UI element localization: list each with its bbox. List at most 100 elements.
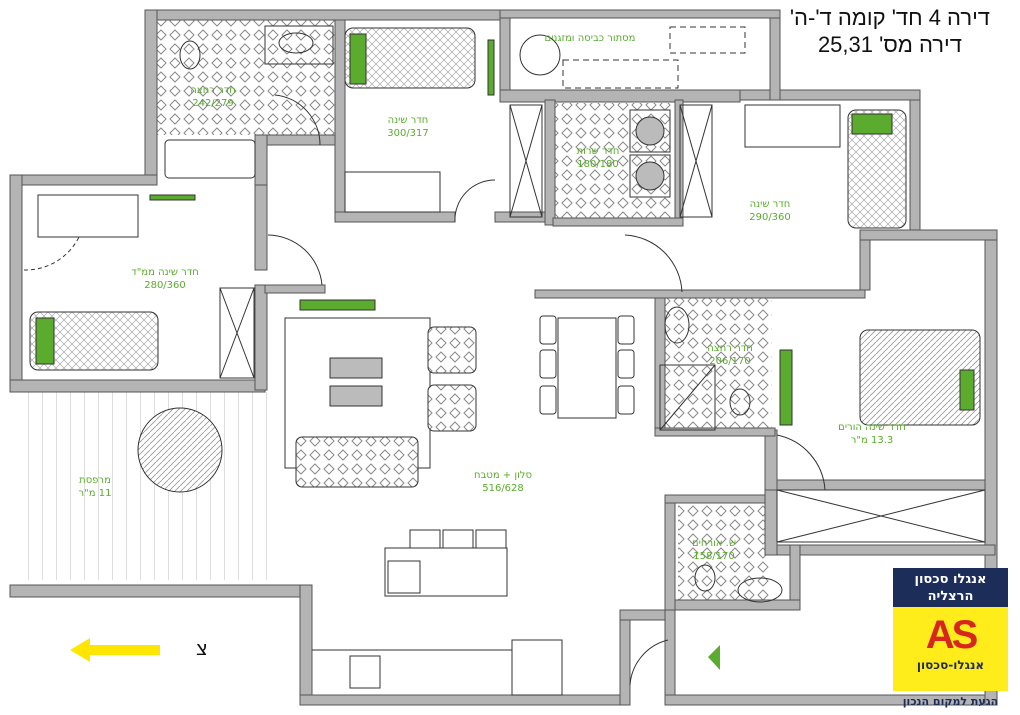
room-name: חדר רחצה	[707, 343, 753, 354]
ac-outlines	[562, 26, 746, 89]
window-swing	[23, 234, 81, 271]
room-name: סלון + מטבח	[474, 470, 532, 481]
dining-table	[557, 317, 617, 419]
logo-line-1: אנגלו סכסון	[914, 572, 987, 587]
wall	[664, 609, 676, 706]
room-name: חדר רחצה	[190, 85, 236, 96]
coffee-table	[329, 357, 383, 379]
room-size: 180/180	[577, 159, 619, 170]
toilet	[729, 388, 751, 416]
room-label-bathroom-main: חדר רחצה 242/279	[190, 84, 235, 110]
wall	[299, 584, 313, 706]
wall	[769, 544, 996, 556]
room-name: מסתור כביסה ומזגנים	[544, 33, 636, 44]
wall	[909, 89, 921, 241]
sink	[664, 306, 690, 344]
wall	[9, 379, 266, 393]
washer-drum	[635, 116, 665, 146]
sink	[278, 32, 314, 54]
wall	[734, 89, 921, 101]
wall	[9, 174, 158, 186]
wall	[859, 239, 871, 291]
wall	[334, 211, 456, 223]
wall	[499, 9, 781, 19]
room-label-bathroom-2: חדר רחצה 206/170	[707, 342, 752, 368]
bathtub	[164, 139, 256, 179]
desk-bedroom-1	[344, 171, 441, 213]
wall	[764, 489, 778, 556]
room-size: 516/628	[482, 483, 524, 494]
dining-chair	[617, 315, 635, 345]
room-name: חדר שינה ממ"ד	[131, 267, 199, 278]
dryer	[629, 154, 671, 198]
wall	[334, 19, 346, 221]
dining-chair	[617, 349, 635, 379]
room-name: ש. אורחים	[692, 538, 736, 549]
wall	[299, 694, 631, 706]
room-size: 206/170	[709, 356, 751, 367]
logo-brand: אנגלו-סכסון	[916, 658, 985, 672]
armchair	[427, 384, 477, 432]
wall	[664, 494, 676, 611]
wall	[144, 9, 158, 186]
bed-master	[859, 329, 981, 426]
ac-unit	[519, 34, 561, 76]
wall	[144, 9, 506, 21]
pillow	[851, 113, 893, 135]
room-name: חדר שינה	[387, 115, 429, 126]
bar-stool	[475, 529, 507, 549]
logo-body: AS אנגלו-סכסון	[893, 607, 1008, 691]
sink	[737, 577, 783, 603]
room-name: חדר שרות	[576, 146, 620, 157]
wall	[674, 599, 801, 611]
wall	[264, 284, 326, 294]
toilet	[179, 40, 201, 70]
coffee-table	[329, 385, 383, 407]
entrance-arrow-icon	[708, 645, 720, 670]
wall	[9, 584, 311, 598]
wall	[264, 134, 336, 146]
bar-stool	[442, 529, 474, 549]
wall	[534, 289, 866, 299]
room-label-living-kitchen: סלון + מטבח 516/628	[474, 469, 532, 495]
room-label-bedroom-1: חדר שינה 300/317	[387, 114, 429, 140]
wall	[769, 479, 986, 491]
wall	[769, 9, 781, 101]
walls	[9, 9, 998, 706]
room-size: 290/360	[749, 212, 791, 223]
room-size: 300/317	[387, 128, 429, 139]
wardrobe	[219, 287, 255, 379]
company-logo: אנגלו סכסון הרצליה AS אנגלו-סכסון הגעת ל…	[893, 568, 1008, 713]
furniture	[23, 25, 986, 696]
vanity	[264, 25, 334, 65]
kitchen-counter	[312, 649, 513, 695]
room-size: 280/360	[144, 280, 186, 291]
wall	[664, 494, 776, 504]
bed-bedroom-1	[344, 27, 476, 89]
north-label: צ	[196, 636, 208, 660]
room-size: 242/279	[192, 98, 234, 109]
dining-chair	[539, 315, 557, 345]
wall	[764, 429, 778, 491]
bed-mamad	[29, 311, 159, 371]
wall	[254, 184, 268, 271]
wall	[9, 174, 23, 391]
room-label-mamad: חדר שינה ממ"ד 280/360	[131, 266, 199, 292]
title-line-1: דירה 4 חד' קומה ד'-ה'	[789, 5, 990, 30]
wall	[544, 99, 556, 226]
oven	[511, 639, 563, 696]
room-label-service: חדר שרות 180/180	[577, 145, 620, 171]
desk-mamad	[37, 194, 139, 238]
wardrobe	[776, 489, 986, 543]
armchair	[427, 326, 477, 374]
logo-mark: AS	[925, 613, 979, 657]
pillow	[35, 317, 55, 365]
dining-chair	[617, 385, 635, 415]
wall	[254, 134, 268, 186]
bed-bedroom-2	[847, 109, 907, 229]
apartment-title: דירה 4 חד' קומה ד'-ה' דירה מס' 25,31	[790, 4, 990, 58]
